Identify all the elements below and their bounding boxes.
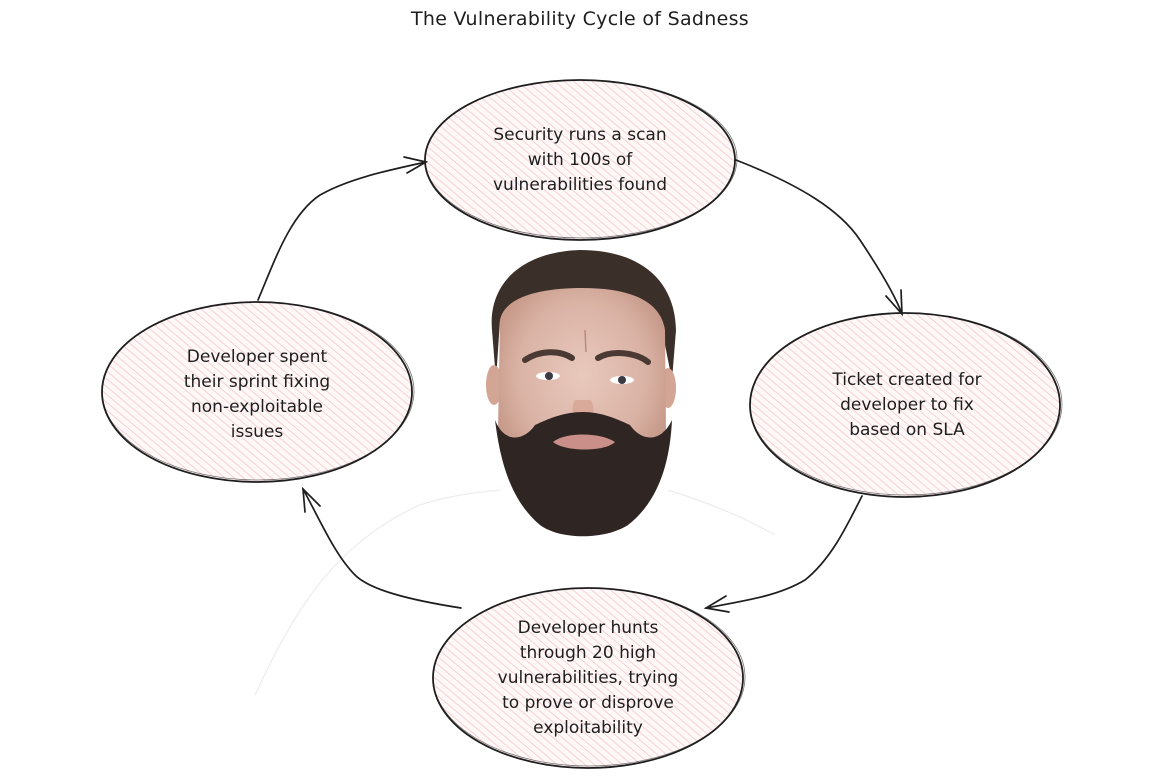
node-label-sprint: Developer spent their sprint fixing non-… bbox=[102, 330, 412, 460]
node-sprint bbox=[101, 301, 415, 483]
node-text: Developer spent their sprint fixing non-… bbox=[183, 347, 331, 442]
edge-ticket-to-hunt bbox=[703, 495, 863, 613]
node-label-hunt: Developer hunts through 20 high vulnerab… bbox=[433, 598, 743, 758]
edge-sprint-to-scan bbox=[257, 156, 429, 301]
node-scan bbox=[424, 79, 738, 241]
faint-background-lines bbox=[254, 489, 776, 696]
arrowhead-icon bbox=[703, 595, 730, 613]
arrowhead-icon bbox=[885, 289, 903, 317]
arrowhead-icon bbox=[403, 156, 429, 174]
node-label-scan: Security runs a scan with 100s of vulner… bbox=[425, 100, 735, 220]
sad-face-image bbox=[486, 250, 676, 537]
node-label-ticket: Ticket created for developer to fix base… bbox=[752, 345, 1062, 465]
node-hunt bbox=[432, 587, 746, 769]
arrowhead-icon bbox=[301, 486, 321, 513]
node-text: Ticket created for developer to fix base… bbox=[832, 369, 982, 440]
edge-hunt-to-sprint bbox=[301, 486, 462, 609]
edge-scan-to-ticket bbox=[735, 159, 903, 317]
node-text: Security runs a scan with 100s of vulner… bbox=[493, 124, 667, 195]
node-ticket bbox=[749, 312, 1063, 498]
node-text: Developer hunts through 20 high vulnerab… bbox=[497, 617, 679, 738]
diagram-title: The Vulnerability Cycle of Sadness bbox=[410, 8, 750, 30]
